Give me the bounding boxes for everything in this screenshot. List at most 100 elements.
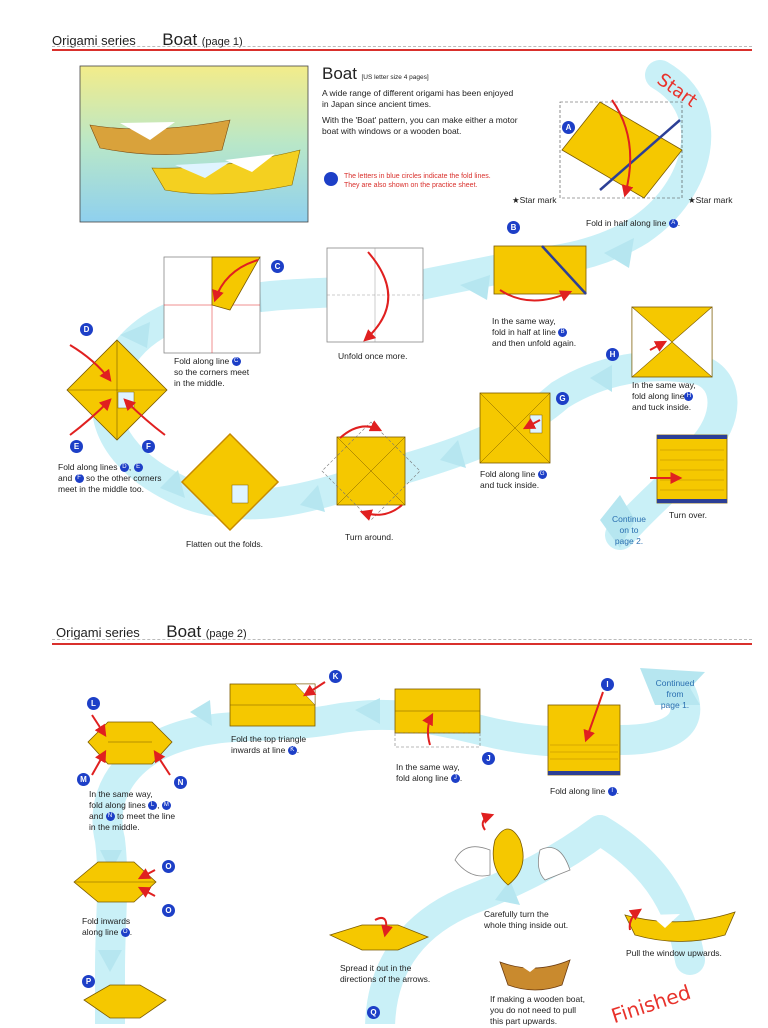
page-number: (page 2) xyxy=(205,628,247,640)
step-def-caption: Fold along lines D, E and F so the other… xyxy=(58,462,162,494)
step-g-line1: Fold along line xyxy=(480,469,536,479)
wood-line1: If making a wooden boat, xyxy=(490,994,585,1004)
series-label: Origami series xyxy=(52,33,136,48)
step-c-line2: so the corners meet xyxy=(174,367,250,377)
spread-line2: directions of the arrows. xyxy=(340,974,431,984)
intro-paragraph-2: With the 'Boat' pattern, you can make ei… xyxy=(322,115,518,136)
fold-letter-n: N xyxy=(174,776,187,789)
fold-letter-h: H xyxy=(606,348,619,361)
inline-letter-c: C xyxy=(231,357,241,367)
continue-line3: page 2. xyxy=(614,536,644,546)
step-j-caption: In the same way, fold along line J. xyxy=(396,762,463,784)
step-j-line2: fold along line xyxy=(396,773,449,783)
flatten-caption: Flatten out the folds. xyxy=(186,539,264,549)
fold-line-note: The letters in blue circles indicate the… xyxy=(344,172,544,190)
blue-circle-legend-icon xyxy=(324,172,338,186)
step-o-line2: along line xyxy=(82,927,119,937)
turn-inside-out-caption: Carefully turn the whole thing inside ou… xyxy=(484,909,568,931)
wooden-boat-caption: If making a wooden boat, you do not need… xyxy=(490,994,585,1027)
page1-header: Origami series Boat (page 1) xyxy=(52,30,243,50)
step-c-line1: Fold along line xyxy=(174,356,230,366)
note-line-2: They are also shown on the practice shee… xyxy=(344,182,478,189)
wood-line2: you do not need to pull xyxy=(490,1005,577,1015)
fold-letter-m: M xyxy=(77,773,90,786)
step-c-caption: Fold along line C so the corners meet in… xyxy=(174,356,249,389)
page-title: Boat xyxy=(162,30,198,49)
step-i-caption: Fold along line I. xyxy=(550,786,620,797)
turn-over-caption: Turn over. xyxy=(669,510,707,520)
continued-line1: Continued xyxy=(655,678,695,688)
inline-letter-b: B xyxy=(558,328,568,338)
header-divider xyxy=(52,639,752,640)
inline-letter-i: I xyxy=(607,787,617,797)
fold-letter-i: I xyxy=(601,678,614,691)
header-red-rule xyxy=(52,643,752,645)
star-mark-right: ★Star mark xyxy=(688,195,733,205)
step-d-line3: so the other corners xyxy=(85,473,162,483)
step-b-caption: In the same way, fold in half at line B … xyxy=(492,316,576,349)
wood-line3: this part upwards. xyxy=(490,1016,558,1026)
turn-around-caption: Turn around. xyxy=(345,532,394,542)
intro-block: Boat [US letter size 4 pages] A wide ran… xyxy=(322,64,522,137)
step-a-text: Fold in half along line xyxy=(586,218,667,228)
step-b-line3: and then unfold again. xyxy=(492,338,577,348)
path-arrowheads-page2 xyxy=(98,668,705,972)
step-h-line2: fold along line xyxy=(632,391,685,401)
continued-line2: from xyxy=(666,689,684,699)
step-k-line2: inwards at line xyxy=(231,745,286,755)
step-lmn-line2: fold along lines xyxy=(89,800,146,810)
fold-letter-k: K xyxy=(329,670,342,683)
intro-title: Boat xyxy=(322,64,357,83)
fold-letter-q: Q xyxy=(367,1006,380,1019)
step-h-line1: In the same way, xyxy=(632,380,696,390)
path-arrowheads-page1 xyxy=(120,238,635,548)
inline-letter-e: E xyxy=(133,463,143,473)
spread-line1: Spread it out in the xyxy=(340,963,412,973)
inline-letter-n: N xyxy=(105,812,115,822)
inline-letter-a: A xyxy=(668,219,678,229)
step-lmn-line3: and xyxy=(89,811,104,821)
series-label: Origami series xyxy=(56,625,140,640)
star-mark-left: ★Star mark xyxy=(512,195,557,205)
fold-letter-l: L xyxy=(87,697,100,710)
continue-note: Continue on to page 2. xyxy=(604,514,654,547)
fold-letter-e: E xyxy=(70,440,83,453)
step-g-caption: Fold along line G and tuck inside. xyxy=(480,469,547,491)
inline-letter-g: G xyxy=(537,470,547,480)
step-lmn-line4: to meet the line xyxy=(116,811,176,821)
inline-letter-k: K xyxy=(287,746,297,756)
inline-letter-o: O xyxy=(120,928,130,938)
continued-note: Continued from page 1. xyxy=(645,678,705,711)
step-o-caption: Fold inwards along line O. xyxy=(82,916,133,938)
step-a-caption: Fold in half along line A. xyxy=(586,218,681,229)
inline-letter-h: H xyxy=(684,392,694,402)
fold-letter-f: F xyxy=(142,440,155,453)
inline-letter-l: L xyxy=(148,801,158,811)
step-d-line1: Fold along lines xyxy=(58,462,118,472)
continue-line2: on to xyxy=(619,525,639,535)
fold-letter-g: G xyxy=(556,392,569,405)
fold-letter-a: A xyxy=(562,121,575,134)
fold-letter-p: P xyxy=(82,975,95,988)
step-d-line2: and xyxy=(58,473,73,483)
step-k-line1: Fold the top triangle xyxy=(231,734,307,744)
fold-letter-o-top: O xyxy=(162,860,175,873)
inline-letter-d: D xyxy=(119,463,129,473)
fold-letter-c: C xyxy=(271,260,284,273)
fold-letter-d: D xyxy=(80,323,93,336)
step-d-line4: meet in the middle too. xyxy=(58,484,144,494)
inline-letter-m: M xyxy=(161,801,171,811)
intro-paragraph-1: A wide range of different origami has be… xyxy=(322,88,514,109)
turn-line1: Carefully turn the xyxy=(484,909,549,919)
page2-header: Origami series Boat (page 2) xyxy=(56,622,247,642)
unfold-caption: Unfold once more. xyxy=(338,351,408,361)
step-lmn-caption: In the same way, fold along lines L, M a… xyxy=(89,789,176,832)
note-line-1: The letters in blue circles indicate the… xyxy=(344,173,491,180)
pull-window-caption: Pull the window upwards. xyxy=(626,948,722,958)
step-h-line3: and tuck inside. xyxy=(632,402,692,412)
fold-letter-j: J xyxy=(482,752,495,765)
step-g-line2: and tuck inside. xyxy=(480,480,540,490)
fold-letter-b: B xyxy=(507,221,520,234)
step-lmn-line1: In the same way, xyxy=(89,789,153,799)
